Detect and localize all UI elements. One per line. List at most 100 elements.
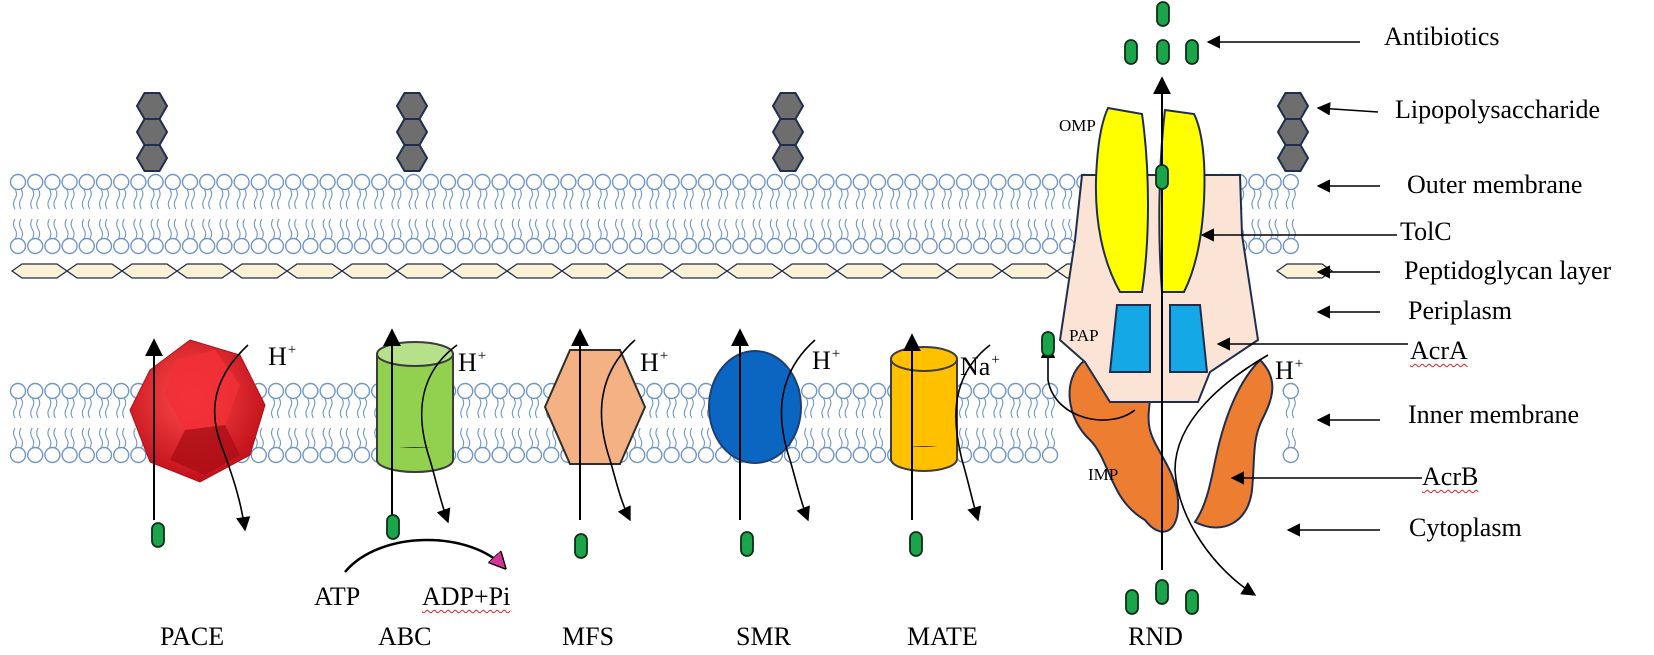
lipid-head bbox=[973, 446, 990, 464]
lipid-tail bbox=[460, 397, 465, 419]
lipid-tail bbox=[225, 188, 230, 210]
lipid-tail bbox=[494, 397, 499, 419]
lipid-tail bbox=[804, 427, 809, 449]
lipid-tail bbox=[534, 397, 540, 419]
lipid-tail bbox=[655, 427, 660, 449]
lipid-head bbox=[112, 173, 130, 191]
lipid-head bbox=[27, 382, 44, 400]
lipid-head bbox=[336, 237, 353, 255]
lipid-tail bbox=[517, 427, 522, 449]
lipid-tail bbox=[1050, 427, 1056, 449]
lipid-tail bbox=[442, 218, 448, 240]
lipid-tail bbox=[362, 218, 368, 240]
lipid-tail bbox=[236, 188, 241, 210]
antibiotic-molecules bbox=[151, 1, 1199, 615]
lipid-head bbox=[663, 446, 680, 464]
antibiotic-pill bbox=[151, 522, 165, 548]
lipid-head bbox=[1282, 237, 1300, 255]
lipid-head bbox=[594, 173, 611, 191]
lipid-tail bbox=[104, 397, 110, 419]
lipid-tail bbox=[322, 188, 327, 210]
lipid-tail bbox=[804, 188, 809, 210]
lipid-tail bbox=[947, 188, 952, 210]
lipid-head bbox=[61, 446, 78, 464]
lipid-head bbox=[801, 173, 818, 191]
lipid-head bbox=[629, 237, 646, 255]
lipid-tail bbox=[64, 218, 69, 240]
lipid-tail bbox=[941, 188, 946, 210]
lipid-head bbox=[869, 382, 887, 400]
lipid-head bbox=[353, 446, 371, 464]
lipid-tail bbox=[810, 427, 815, 449]
lipid-head bbox=[887, 173, 904, 191]
lipid-tail bbox=[356, 427, 362, 449]
lipid-head bbox=[388, 237, 405, 255]
lipid-tail bbox=[924, 218, 929, 240]
lipid-tail bbox=[81, 397, 86, 419]
lipid-tail bbox=[81, 218, 86, 240]
lipid-tail bbox=[872, 218, 878, 240]
lipid-head bbox=[818, 237, 835, 255]
lipid-tail bbox=[356, 397, 362, 419]
lipid-head bbox=[198, 237, 216, 255]
lipid-head bbox=[869, 446, 887, 464]
lipid-head bbox=[164, 173, 182, 191]
lipid-tail bbox=[878, 188, 884, 210]
peptidoglycan-unit bbox=[450, 263, 509, 279]
lipid-tail bbox=[380, 188, 385, 210]
lipid-head bbox=[112, 382, 130, 400]
lipid-tail bbox=[36, 218, 41, 240]
antibiotic-pill bbox=[1155, 164, 1169, 190]
lipid-tail bbox=[649, 218, 654, 240]
lipid-tail bbox=[769, 218, 774, 240]
lipid-head bbox=[1024, 382, 1042, 400]
lipid-tail bbox=[872, 397, 878, 419]
ion-flux-arrows bbox=[213, 339, 1269, 596]
lipid-tail bbox=[81, 188, 86, 210]
lipid-tail bbox=[122, 218, 127, 240]
lipid-head bbox=[1248, 173, 1265, 191]
lipid-tail bbox=[122, 427, 127, 449]
lipid-tail bbox=[1291, 427, 1296, 449]
lipid-head bbox=[422, 237, 439, 255]
lipid-tail bbox=[133, 218, 138, 240]
lipid-tail bbox=[958, 188, 964, 210]
lipid-tail bbox=[597, 188, 602, 210]
antibiotic-pill bbox=[1124, 39, 1138, 65]
lipid-tail bbox=[431, 218, 436, 240]
lipid-head bbox=[267, 446, 285, 464]
lipid-head bbox=[44, 382, 61, 400]
lipid-tail bbox=[322, 427, 327, 449]
lipid-head bbox=[749, 237, 766, 255]
transporter-name-pace: PACE bbox=[160, 622, 225, 651]
lipid-tail bbox=[546, 188, 551, 210]
lipid-tail bbox=[356, 188, 362, 210]
lipid-tail bbox=[821, 397, 826, 419]
lps-sugar-unit bbox=[135, 92, 169, 120]
antibiotic-pill bbox=[740, 531, 754, 557]
lipid-tail bbox=[242, 218, 247, 240]
lipid-tail bbox=[276, 218, 282, 240]
lipid-tail bbox=[70, 218, 75, 240]
lipid-tail bbox=[1010, 427, 1015, 449]
lipid-tail bbox=[12, 188, 18, 210]
lipid-tail bbox=[792, 218, 798, 240]
antibiotic-pill bbox=[1156, 39, 1170, 65]
lipid-tail bbox=[614, 188, 620, 210]
lipid-tail bbox=[1016, 188, 1021, 210]
lipid-head bbox=[44, 446, 61, 464]
lipid-tail bbox=[993, 397, 998, 419]
lipid-head bbox=[61, 382, 78, 400]
lipid-tail bbox=[666, 188, 671, 210]
lipid-tail bbox=[976, 397, 981, 419]
lipid-tail bbox=[477, 218, 482, 240]
lipid-tail bbox=[236, 218, 241, 240]
lipid-tail bbox=[741, 188, 746, 210]
lipid-tail bbox=[70, 427, 75, 449]
lipid-tail bbox=[294, 188, 299, 210]
lipid-head bbox=[1041, 173, 1059, 191]
lipid-tail bbox=[1044, 427, 1050, 449]
lipid-tail bbox=[1016, 218, 1021, 240]
lipid-head bbox=[353, 237, 371, 255]
lps-sugar-unit bbox=[771, 144, 805, 172]
